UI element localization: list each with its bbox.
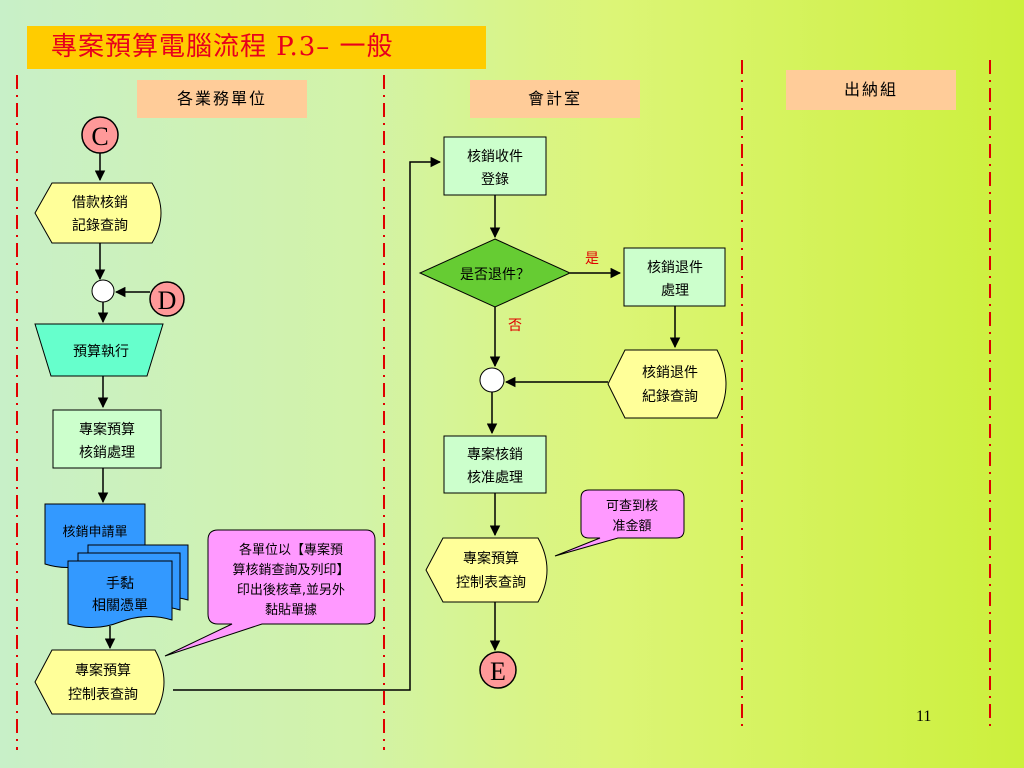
- control-query-left-display: [34, 649, 165, 715]
- control-query-right-line1: 專案預算: [463, 550, 519, 567]
- receive-register-box: [443, 136, 547, 196]
- control-query-right-line2: 控制表查詢: [456, 575, 526, 591]
- return-query-display: [607, 349, 727, 419]
- borrow-query-display: [34, 182, 162, 244]
- receipts-line2: 相關憑單: [92, 598, 148, 614]
- merge-circle-left: [91, 279, 115, 303]
- apply-form-label: 核銷申請單: [62, 524, 127, 540]
- borrow-query-line1: 借款核銷: [72, 195, 128, 211]
- lane-label-cashier: 出納組: [786, 70, 956, 110]
- receive-register-line1: 核銷收件: [467, 149, 523, 165]
- decision-label: 是否退件？: [460, 267, 530, 283]
- connector-d-label: D: [158, 286, 177, 315]
- connector-d: [149, 281, 185, 317]
- slide-title: 專案預算電腦流程 P.3– 一般: [27, 26, 486, 69]
- connector-e-label: E: [490, 657, 506, 686]
- receive-register-line2: 登錄: [481, 172, 509, 188]
- lane-label-business-units: 各業務單位: [137, 80, 307, 118]
- approve-process-line2: 核准處理: [467, 470, 523, 486]
- budget-exec-trapezoid: [34, 323, 164, 377]
- control-query-left-line1: 專案預算: [75, 662, 131, 679]
- amount-note-line2: 准金額: [612, 518, 651, 534]
- return-process-line1: 核銷退件: [647, 260, 703, 276]
- return-process-line2: 處理: [661, 283, 689, 299]
- control-query-left-line2: 控制表查詢: [68, 687, 138, 703]
- label-yes: 是: [585, 251, 599, 267]
- budget-exec-label: 預算執行: [73, 344, 129, 360]
- print-note-line1: 各單位以【專案預: [239, 542, 343, 558]
- project-process-line2: 核銷處理: [79, 445, 135, 461]
- print-note-line2: 算核銷查詢及列印】: [232, 562, 349, 578]
- return-query-line2: 紀錄查詢: [642, 389, 698, 405]
- print-note-line4: 黏貼單據: [265, 602, 317, 618]
- project-process-line1: 專案預算: [79, 421, 135, 438]
- project-process-box: [52, 409, 162, 469]
- print-note-line3: 印出後核章,並另外: [237, 582, 345, 598]
- return-query-line1: 核銷退件: [642, 365, 698, 381]
- print-note-callout: [164, 529, 376, 657]
- amount-note-line1: 可查到核: [606, 499, 658, 514]
- connector-e: [479, 651, 517, 689]
- return-process-box: [623, 247, 726, 307]
- connector-c-label: C: [91, 122, 108, 151]
- amount-note-callout: [554, 489, 685, 557]
- receipt-document-front: [67, 560, 173, 628]
- page-number: 11: [916, 708, 932, 725]
- receipts-line1: 手黏: [106, 576, 134, 592]
- approve-process-line1: 專案核銷: [467, 446, 523, 463]
- arrow-left-to-accounting: [173, 156, 442, 691]
- label-no: 否: [508, 318, 522, 334]
- lane-label-accounting: 會計室: [470, 80, 640, 118]
- borrow-query-line2: 記錄查詢: [72, 217, 128, 234]
- merge-circle-middle: [479, 367, 505, 393]
- control-query-right-display: [425, 537, 548, 603]
